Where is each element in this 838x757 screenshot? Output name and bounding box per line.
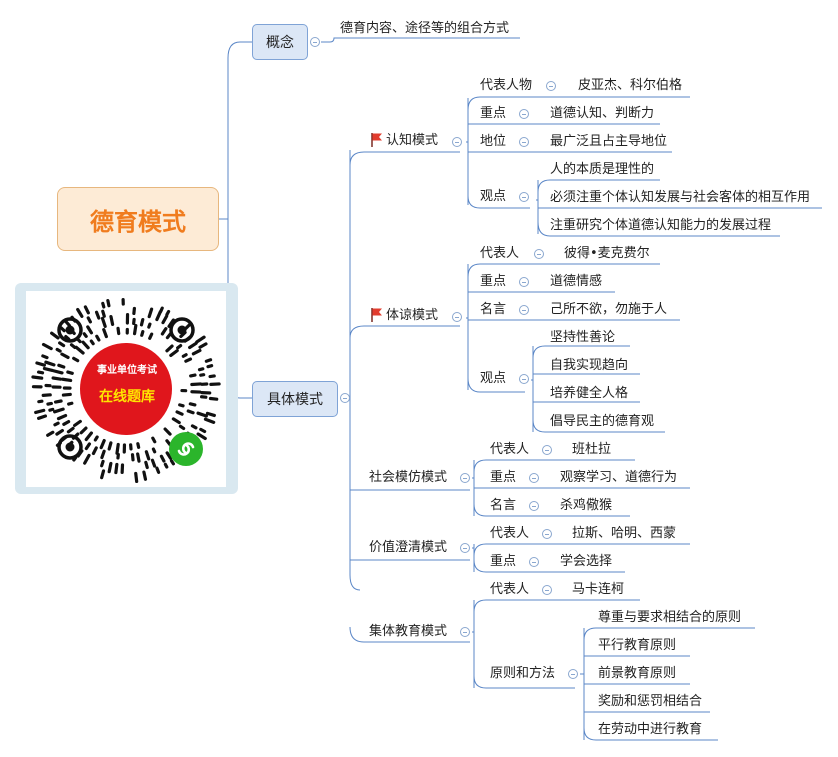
social-quote-label: 名言 <box>490 498 517 513</box>
collapse-icon[interactable] <box>519 374 529 384</box>
specific-node[interactable]: 具体模式 <box>252 381 338 417</box>
qr-code-card[interactable]: 事业单位考试 在线题库 <box>26 291 226 487</box>
social-mode-label[interactable]: 社会模仿模式 <box>369 470 448 485</box>
collapse-icon[interactable] <box>452 137 462 147</box>
values-mode-label[interactable]: 价值澄清模式 <box>369 540 448 555</box>
cognitive-view-item: 注重研究个体道德认知能力的发展过程 <box>550 218 772 233</box>
qr-line1: 事业单位考试 <box>97 365 157 376</box>
collective-method-item: 奖励和惩罚相结合 <box>598 694 703 709</box>
empathy-rep-label: 代表人 <box>480 246 520 261</box>
collapse-icon[interactable] <box>542 585 552 595</box>
collapse-icon[interactable] <box>519 305 529 315</box>
collapse-icon[interactable] <box>529 557 539 567</box>
cognitive-focus-label: 重点 <box>480 106 507 121</box>
empathy-view-label: 观点 <box>480 371 507 386</box>
collapse-icon[interactable] <box>460 627 470 637</box>
specific-label: 具体模式 <box>267 392 323 408</box>
collective-method-item: 平行教育原则 <box>598 638 677 653</box>
cognitive-status-value: 最广泛且占主导地位 <box>550 134 668 149</box>
collapse-icon[interactable] <box>452 312 462 322</box>
empathy-view-item: 倡导民主的德育观 <box>550 414 655 429</box>
collective-rep-value: 马卡连柯 <box>572 582 625 597</box>
collapse-icon[interactable] <box>529 473 539 483</box>
collapse-icon[interactable] <box>460 543 470 553</box>
collapse-icon[interactable] <box>519 109 529 119</box>
cognitive-view-item: 人的本质是理性的 <box>550 162 655 177</box>
concept-definition: 德育内容、途径等的组合方式 <box>340 21 510 36</box>
collective-rep-label: 代表人 <box>490 582 530 597</box>
collapse-icon[interactable] <box>529 501 539 511</box>
concept-label: 概念 <box>266 35 294 51</box>
collective-method-item: 前景教育原则 <box>598 666 677 681</box>
collective-method-item: 尊重与要求相结合的原则 <box>598 610 742 625</box>
qr-line2: 在线题库 <box>99 389 155 405</box>
collapse-icon[interactable] <box>460 473 470 483</box>
social-focus-value: 观察学习、道德行为 <box>560 470 678 485</box>
cognitive-status-label: 地位 <box>480 134 507 149</box>
empathy-rep-value: 彼得•麦克费尔 <box>564 246 650 261</box>
collapse-icon[interactable] <box>519 137 529 147</box>
collapse-icon[interactable] <box>568 669 578 679</box>
collapse-icon[interactable] <box>310 37 320 47</box>
collapse-icon[interactable] <box>542 445 552 455</box>
social-rep-label: 代表人 <box>490 442 530 457</box>
values-rep-label: 代表人 <box>490 526 530 541</box>
collective-mode-label[interactable]: 集体教育模式 <box>369 624 448 639</box>
empathy-view-item: 培养健全人格 <box>550 386 629 401</box>
cognitive-view-label: 观点 <box>480 189 507 204</box>
flag-icon <box>371 133 382 147</box>
empathy-focus-value: 道德情感 <box>550 274 603 289</box>
collapse-icon[interactable] <box>546 81 556 91</box>
social-rep-value: 班杜拉 <box>572 442 612 457</box>
cognitive-mode-label[interactable]: 认知模式 <box>386 133 439 148</box>
cognitive-view-item: 必须注重个体认知发展与社会客体的相互作用 <box>550 190 811 205</box>
root-label: 德育模式 <box>90 207 186 236</box>
cognitive-rep-label: 代表人物 <box>480 78 533 93</box>
values-focus-label: 重点 <box>490 554 517 569</box>
social-quote-value: 杀鸡儆猴 <box>560 498 613 513</box>
collapse-icon[interactable] <box>542 529 552 539</box>
collective-method-label: 原则和方法 <box>490 666 556 681</box>
values-rep-value: 拉斯、哈明、西蒙 <box>572 526 677 541</box>
empathy-quote-label: 名言 <box>480 302 507 317</box>
values-focus-value: 学会选择 <box>560 554 613 569</box>
collapse-icon[interactable] <box>340 393 350 403</box>
empathy-mode-label[interactable]: 体谅模式 <box>386 308 439 323</box>
empathy-view-item: 自我实现趋向 <box>550 358 629 373</box>
empathy-view-item: 坚持性善论 <box>550 330 616 345</box>
root-node[interactable]: 德育模式 <box>57 187 219 251</box>
empathy-focus-label: 重点 <box>480 274 507 289</box>
collapse-icon[interactable] <box>534 249 544 259</box>
concept-node[interactable]: 概念 <box>252 24 308 60</box>
collapse-icon[interactable] <box>519 192 529 202</box>
empathy-quote-value: 己所不欲，勿施于人 <box>550 302 668 317</box>
collapse-icon[interactable] <box>519 277 529 287</box>
cognitive-focus-value: 道德认知、判断力 <box>550 106 655 121</box>
cognitive-rep-value: 皮亚杰、科尔伯格 <box>578 78 683 93</box>
qr-code-icon <box>31 297 221 484</box>
social-focus-label: 重点 <box>490 470 517 485</box>
flag-icon <box>371 308 382 322</box>
collective-method-item: 在劳动中进行教育 <box>598 722 703 737</box>
